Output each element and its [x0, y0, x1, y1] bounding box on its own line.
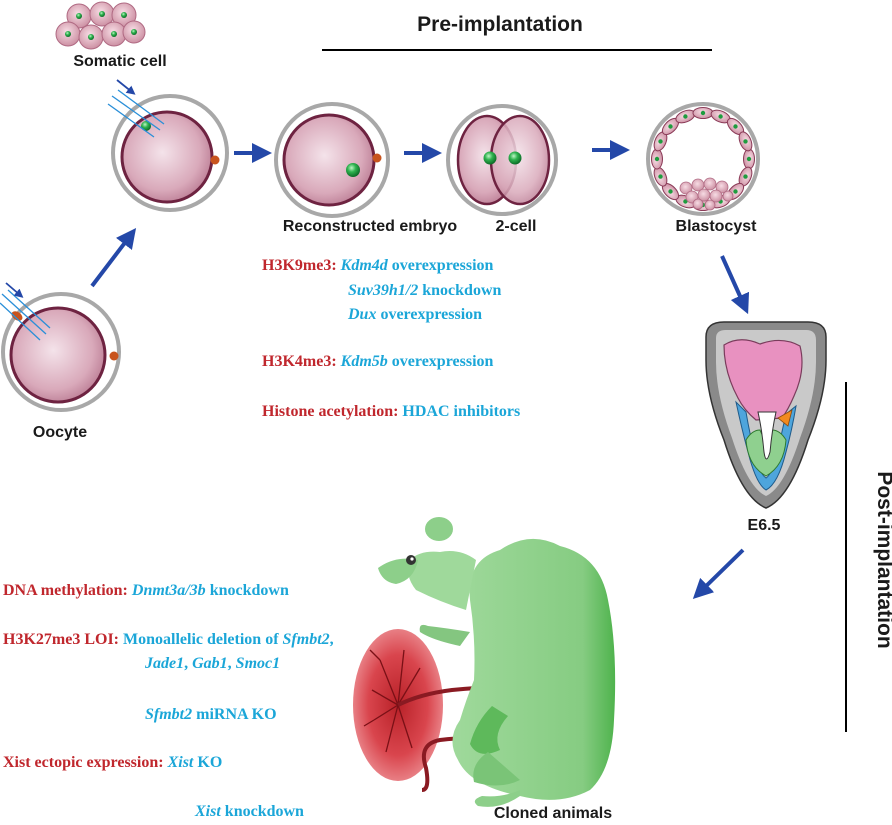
gene-name: Smoc1: [236, 655, 280, 672]
intervention-line: Xist knockdown: [194, 803, 304, 820]
intervention-text: ,: [228, 655, 236, 672]
blastocyst-label: Blastocyst: [676, 218, 758, 235]
trophectoderm-nucleus: [743, 174, 748, 179]
cloned-animal: [353, 517, 616, 807]
intervention-text: Monoallelic deletion of: [123, 631, 283, 648]
intervention-line: H3K9me3: Kdm4d overexpression: [262, 257, 494, 274]
two-cell-label: 2-cell: [496, 218, 537, 235]
intervention-line: Histone acetylation: HDAC inhibitors: [262, 403, 520, 420]
gene-name: Kdm5b: [340, 353, 388, 370]
trophectoderm-nucleus: [654, 156, 660, 162]
intervention-text: ,: [184, 655, 192, 672]
epigenetic-mark-label: DNA methylation:: [3, 582, 132, 599]
intervention-line: Xist ectopic expression: Xist KO: [3, 754, 222, 771]
arrow-oocyte-to-injection: [90, 228, 137, 288]
intervention-text: ,: [330, 631, 334, 648]
arrow-e65-to-cloned: [692, 548, 745, 599]
trophectoderm-nucleus: [733, 124, 738, 129]
inner-cell-mass: [679, 177, 734, 211]
gene-name: Xist: [167, 754, 194, 771]
trophectoderm-nucleus: [746, 156, 752, 162]
arrow-blastocyst-to-e65: [720, 255, 750, 315]
reconstructed-embryo-label: Reconstructed embryo: [283, 218, 457, 235]
intervention-text: overexpression: [388, 257, 494, 274]
epigenetic-mark-label: H3K27me3 LOI:: [3, 631, 123, 648]
intervention-line: Suv39h1/2 knockdown: [348, 282, 502, 299]
intervention-line: Sfmbt2 miRNA KO: [145, 706, 277, 723]
blastocyst: [646, 102, 760, 216]
placenta-vessels: [363, 649, 421, 753]
intervention-line: H3K27me3 LOI: Monoallelic deletion of Sf…: [3, 631, 334, 648]
trophectoderm-nucleus: [668, 124, 673, 129]
somatic-cell-cluster: [55, 1, 146, 50]
oocyte: [0, 282, 121, 412]
gene-name: Jade1: [144, 655, 184, 672]
intervention-text: overexpression: [376, 306, 482, 323]
trophectoderm-nucleus: [658, 139, 663, 144]
injected-oocyte: [107, 79, 229, 212]
intervention-text: KO: [193, 754, 222, 771]
e65-embryo: [705, 321, 827, 509]
post-implantation-header: Post-implantation: [873, 471, 892, 648]
somatic-cell-label: Somatic cell: [73, 53, 166, 70]
epigenetic-mark-label: Histone acetylation:: [262, 403, 402, 420]
gene-name: Sfmbt2: [283, 631, 330, 648]
reconstructed-embryo: [274, 102, 390, 218]
intervention-text: miRNA KO: [192, 706, 276, 723]
trophectoderm-nucleus: [700, 110, 706, 116]
intervention-text: knockdown: [206, 582, 289, 599]
epigenetic-mark-label: H3K9me3:: [262, 257, 341, 274]
intervention-text: HDAC inhibitors: [402, 403, 520, 420]
intervention-line: Jade1, Gab1, Smoc1: [144, 655, 280, 672]
cloned-animals-label: Cloned animals: [494, 805, 612, 822]
gene-name: Gab1: [192, 655, 228, 672]
intervention-text: knockdown: [221, 803, 304, 820]
gene-name: Xist: [194, 803, 221, 820]
gene-name: Dnmt3a/3b: [131, 582, 206, 599]
gene-name: Kdm4d: [340, 257, 389, 274]
post-implantation-interventions: DNA methylation: Dnmt3a/3b knockdownH3K2…: [3, 582, 334, 820]
gene-name: Dux: [347, 306, 376, 323]
intervention-line: Dux overexpression: [347, 306, 482, 323]
two-cell-embryo: [446, 104, 558, 216]
e65-label: E6.5: [748, 517, 781, 534]
intervention-text: knockdown: [418, 282, 501, 299]
intervention-line: H3K4me3: Kdm5b overexpression: [262, 353, 494, 370]
injection-pipette: [107, 89, 165, 138]
trophectoderm-nucleus: [733, 189, 738, 194]
trophectoderm-nucleus: [668, 189, 673, 194]
intervention-line: DNA methylation: Dnmt3a/3b knockdown: [3, 582, 289, 599]
trophectoderm-nucleus: [683, 199, 688, 204]
trophectoderm-nucleus: [718, 114, 723, 119]
oocyte-label: Oocyte: [33, 424, 87, 441]
pre-implantation-header: Pre-implantation: [417, 13, 583, 36]
intervention-text: overexpression: [388, 353, 494, 370]
trophectoderm-nucleus: [743, 139, 748, 144]
trophectoderm-nucleus: [683, 114, 688, 119]
epigenetic-mark-label: H3K4me3:: [262, 353, 341, 370]
epigenetic-mark-label: Xist ectopic expression:: [3, 754, 168, 771]
trophectoderm-nucleus: [658, 174, 663, 179]
gene-name: Sfmbt2: [145, 706, 192, 723]
gene-name: Suv39h1/2: [348, 282, 418, 299]
